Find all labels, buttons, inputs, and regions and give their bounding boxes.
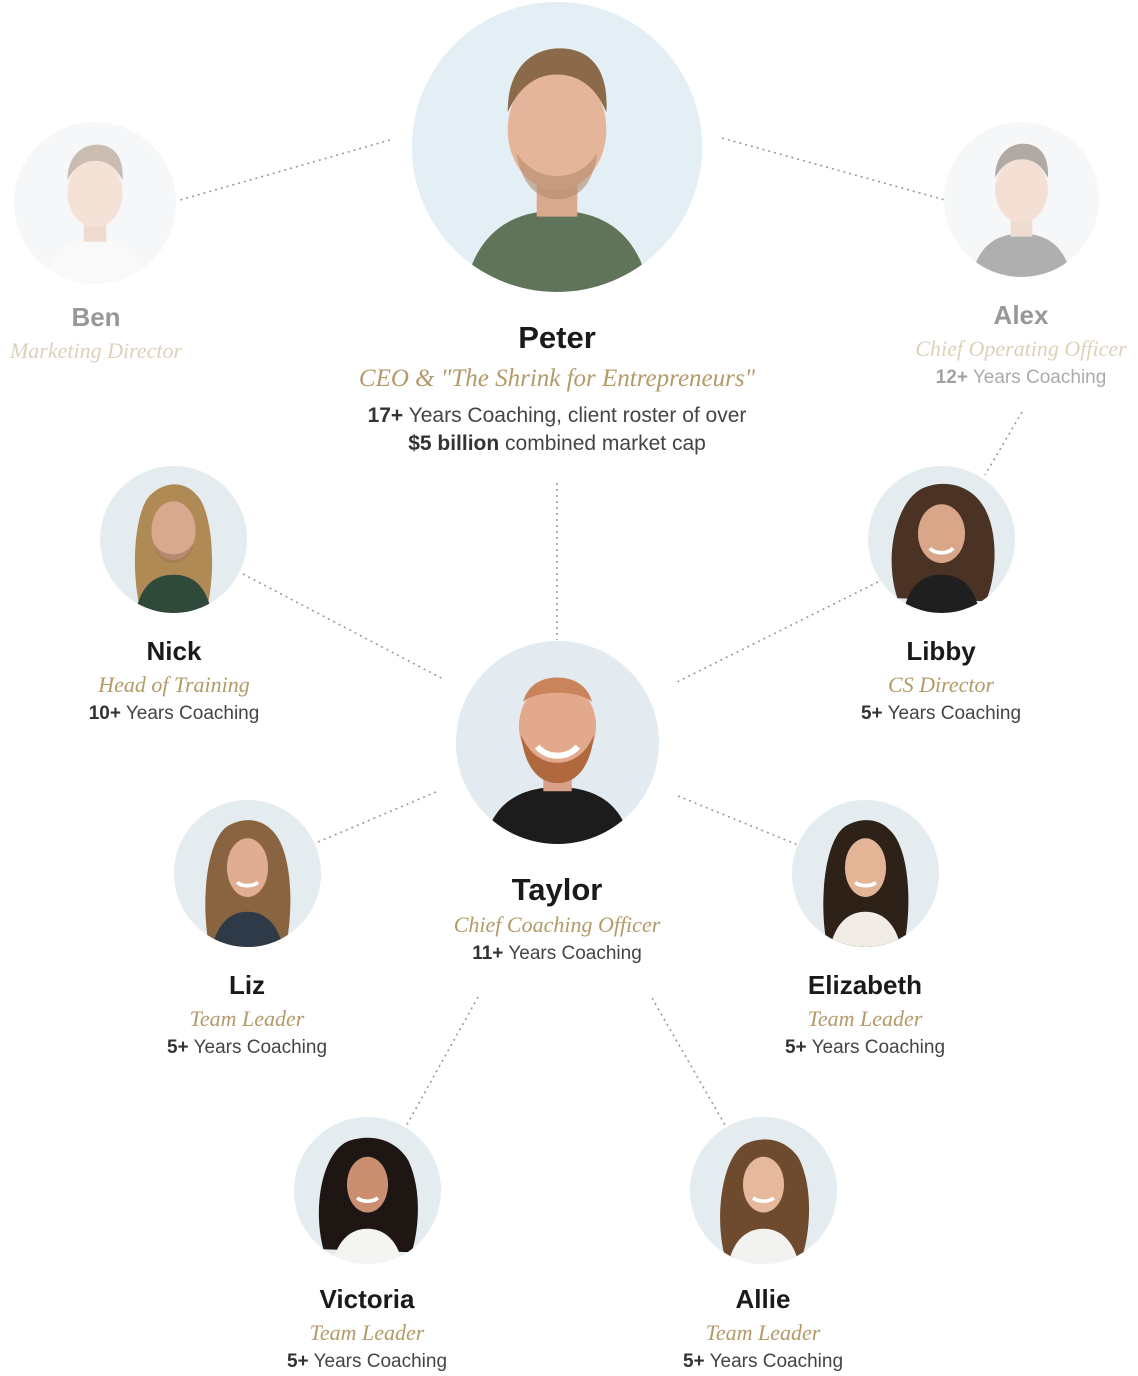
alex-info: Alex Chief Operating Officer 12+ Years C… xyxy=(915,300,1126,392)
peter-info: Peter CEO & "The Shrink for Entrepreneur… xyxy=(359,320,755,458)
years-count: 17+ xyxy=(367,404,404,427)
ben-info: Ben Marketing Director xyxy=(10,302,182,366)
years-count: 5+ xyxy=(860,703,883,724)
years-text: Years Coaching xyxy=(704,1351,844,1372)
person-years: 5+ Years Coaching xyxy=(861,700,1021,728)
years-count: 5+ xyxy=(286,1351,309,1372)
victoria-info: Victoria Team Leader 5+ Years Coaching xyxy=(287,1284,447,1376)
portrait-icon xyxy=(174,800,321,947)
years-text: Years Coaching xyxy=(967,367,1107,388)
person-role: CS Director xyxy=(887,672,995,697)
avatar-ben xyxy=(14,122,176,284)
person-name: Alex xyxy=(993,300,1049,330)
market-cap-text: combined market cap xyxy=(499,432,706,455)
person-role: Team Leader xyxy=(189,1006,305,1031)
years-text: Years Coaching xyxy=(882,703,1022,724)
person-role: Head of Training xyxy=(98,672,250,697)
years-text: Years Coaching xyxy=(503,943,642,964)
person-years: 11+ Years Coaching xyxy=(454,940,661,968)
person-name: Allie xyxy=(735,1284,791,1314)
years-text: Years Coaching, client roster of over xyxy=(403,404,747,427)
person-role: Team Leader xyxy=(807,1006,923,1031)
connector-taylor-victoria xyxy=(404,996,479,1129)
portrait-icon xyxy=(456,641,659,844)
person-role: CEO & "The Shrink for Entrepreneurs" xyxy=(358,365,756,392)
connector-taylor-liz xyxy=(317,791,437,843)
avatar-elizabeth xyxy=(792,800,939,947)
person-years: 17+ Years Coaching, client roster of ove… xyxy=(359,402,755,430)
connector-taylor-nick xyxy=(242,573,446,681)
person-name: Taylor xyxy=(511,872,603,907)
avatar-allie xyxy=(690,1117,837,1264)
years-count: 12+ xyxy=(935,367,968,388)
avatar-taylor xyxy=(456,641,659,844)
avatar-liz xyxy=(174,800,321,947)
portrait-icon xyxy=(14,122,176,284)
years-count: 5+ xyxy=(784,1037,807,1058)
person-years: 12+ Years Coaching xyxy=(915,364,1126,392)
years-text: Years Coaching xyxy=(120,703,260,724)
nick-info: Nick Head of Training 10+ Years Coaching xyxy=(89,636,260,728)
person-name: Peter xyxy=(518,320,596,355)
connector-alex-libby xyxy=(984,411,1023,476)
avatar-peter xyxy=(412,2,702,292)
person-role: Team Leader xyxy=(309,1320,425,1345)
connector-taylor-allie xyxy=(651,997,726,1126)
person-name: Victoria xyxy=(319,1284,415,1314)
portrait-icon xyxy=(294,1117,441,1264)
portrait-icon xyxy=(690,1117,837,1264)
portrait-icon xyxy=(868,466,1015,613)
person-role: Chief Coaching Officer xyxy=(453,912,661,937)
years-text: Years Coaching xyxy=(188,1037,328,1058)
avatar-alex xyxy=(944,122,1099,277)
person-name: Elizabeth xyxy=(807,970,923,1000)
allie-info: Allie Team Leader 5+ Years Coaching xyxy=(683,1284,843,1376)
years-text: Years Coaching xyxy=(806,1037,946,1058)
years-count: 5+ xyxy=(682,1351,705,1372)
person-name: Liz xyxy=(228,970,266,1000)
person-name: Nick xyxy=(146,636,202,666)
liz-info: Liz Team Leader 5+ Years Coaching xyxy=(167,970,327,1062)
connector-taylor-libby xyxy=(674,581,879,684)
connector-peter-ben xyxy=(179,139,391,201)
connector-peter-alex xyxy=(721,137,946,201)
person-years: 5+ Years Coaching xyxy=(287,1348,447,1376)
market-cap-amount: $5 billion xyxy=(408,432,500,455)
person-years: 10+ Years Coaching xyxy=(89,700,260,728)
person-name: Libby xyxy=(906,636,976,666)
avatar-libby xyxy=(868,466,1015,613)
person-role: Team Leader xyxy=(705,1320,821,1345)
years-count: 5+ xyxy=(166,1037,189,1058)
years-count: 10+ xyxy=(88,703,121,724)
person-role: Chief Operating Officer xyxy=(915,336,1127,361)
person-years: 5+ Years Coaching xyxy=(167,1034,327,1062)
taylor-info: Taylor Chief Coaching Officer 11+ Years … xyxy=(454,872,661,968)
avatar-victoria xyxy=(294,1117,441,1264)
person-years: 5+ Years Coaching xyxy=(785,1034,945,1062)
market-cap: $5 billion combined market cap xyxy=(359,430,755,458)
person-years: 5+ Years Coaching xyxy=(683,1348,843,1376)
person-role: Marketing Director xyxy=(9,338,183,363)
portrait-icon xyxy=(792,800,939,947)
portrait-icon xyxy=(412,2,702,292)
avatar-nick xyxy=(100,466,247,613)
elizabeth-info: Elizabeth Team Leader 5+ Years Coaching xyxy=(785,970,945,1062)
years-text: Years Coaching xyxy=(308,1351,448,1372)
libby-info: Libby CS Director 5+ Years Coaching xyxy=(861,636,1021,728)
portrait-icon xyxy=(100,466,247,613)
portrait-icon xyxy=(944,122,1099,277)
years-count: 11+ xyxy=(472,943,504,964)
person-name: Ben xyxy=(71,302,121,332)
connector-taylor-elizabeth xyxy=(677,795,799,846)
